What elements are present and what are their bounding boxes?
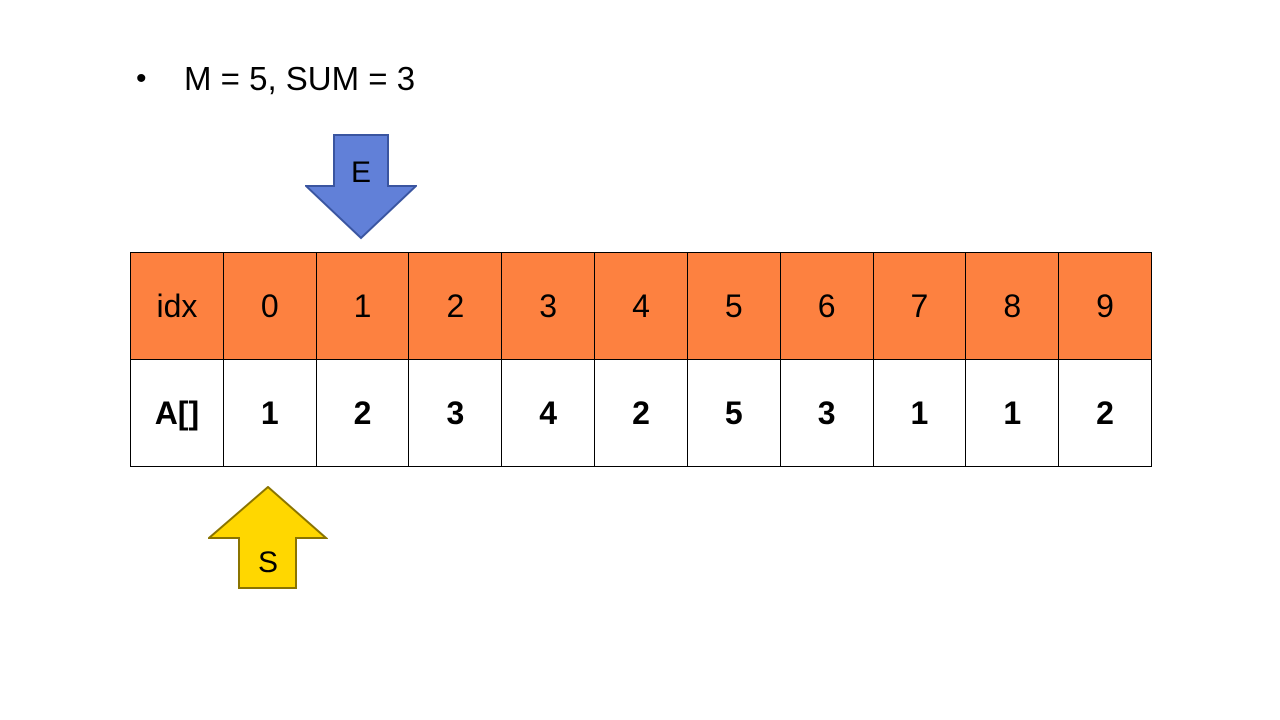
bullet-text: M = 5, SUM = 3 xyxy=(184,60,416,97)
value-row: A[] 1 2 3 4 2 5 3 1 1 2 xyxy=(130,359,1152,467)
value-cell: 3 xyxy=(779,359,874,467)
value-cell: 4 xyxy=(501,359,596,467)
value-cell: 1 xyxy=(965,359,1060,467)
bullet-icon: • xyxy=(136,62,147,95)
end-pointer-arrow: E xyxy=(305,134,417,240)
idx-header-cell: idx xyxy=(130,252,224,360)
end-pointer-label: E xyxy=(350,156,371,189)
array-header-cell: A[] xyxy=(130,359,224,467)
index-cell: 3 xyxy=(501,252,596,360)
value-cell: 2 xyxy=(315,359,410,467)
bullet-point: • M = 5, SUM = 3 xyxy=(136,54,415,104)
start-pointer-arrow: S xyxy=(208,486,328,590)
value-cell: 3 xyxy=(408,359,503,467)
value-cell: 2 xyxy=(1058,359,1152,467)
down-arrow-icon xyxy=(305,134,417,240)
index-cell: 1 xyxy=(315,252,410,360)
index-cell: 2 xyxy=(408,252,503,360)
index-cell: 0 xyxy=(222,252,317,360)
index-cell: 6 xyxy=(779,252,874,360)
array-table: idx 0 1 2 3 4 5 6 7 8 9 A[] 1 2 3 4 2 5 … xyxy=(130,252,1152,467)
index-cell: 7 xyxy=(872,252,967,360)
index-row: idx 0 1 2 3 4 5 6 7 8 9 xyxy=(130,252,1152,360)
index-cell: 9 xyxy=(1058,252,1152,360)
index-cell: 4 xyxy=(594,252,688,360)
index-cell: 5 xyxy=(686,252,781,360)
value-cell: 5 xyxy=(686,359,781,467)
up-arrow-icon xyxy=(208,486,328,589)
index-cell: 8 xyxy=(965,252,1060,360)
start-pointer-label: S xyxy=(257,546,278,579)
value-cell: 2 xyxy=(594,359,688,467)
value-cell: 1 xyxy=(222,359,317,467)
value-cell: 1 xyxy=(872,359,967,467)
